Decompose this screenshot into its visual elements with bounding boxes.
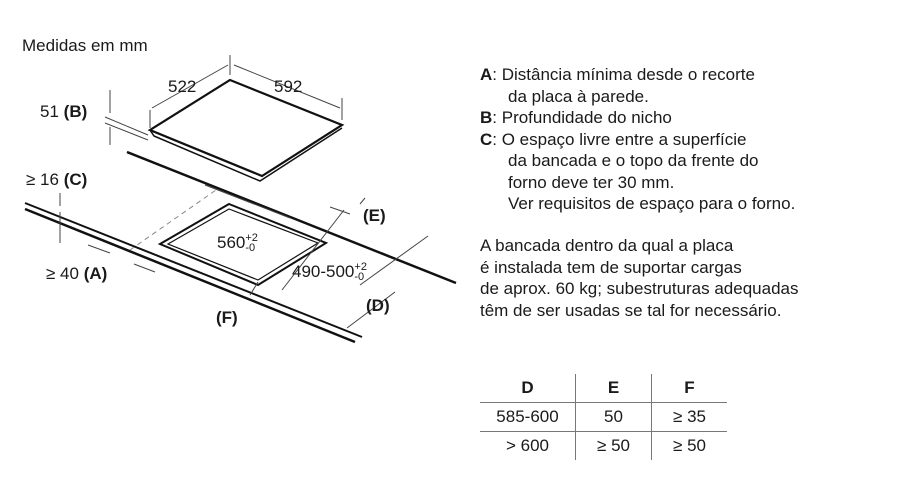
cutout-inner [166, 208, 320, 281]
f-label: (F) [216, 308, 238, 327]
counter-front-edge-bottom [24, 207, 356, 344]
cutout-width-label: 560+2-0 [217, 232, 258, 254]
counter-back-edge [126, 150, 457, 285]
hob-width-label: 522 [168, 77, 197, 96]
cutout-outer [157, 202, 329, 287]
hob-length-label: 592 [274, 77, 303, 96]
e-label: (E) [363, 206, 386, 225]
hob-height-label: 51 (B) [40, 102, 88, 121]
counter-front-edge-top [24, 202, 363, 338]
note-b: B: Profundidade do nicho [480, 108, 672, 127]
cutout-depth-label: 490-500+2-0 [292, 261, 367, 283]
d-label: (D) [366, 296, 390, 315]
units-title: Medidas em mm [22, 36, 148, 55]
table-row: > 600≥ 50≥ 50 [480, 431, 727, 460]
min-a-label: ≥ 40 (A) [46, 264, 108, 283]
min-c-label: ≥ 16 (C) [26, 170, 88, 189]
hob-side [149, 127, 343, 182]
hob-top [147, 78, 345, 178]
